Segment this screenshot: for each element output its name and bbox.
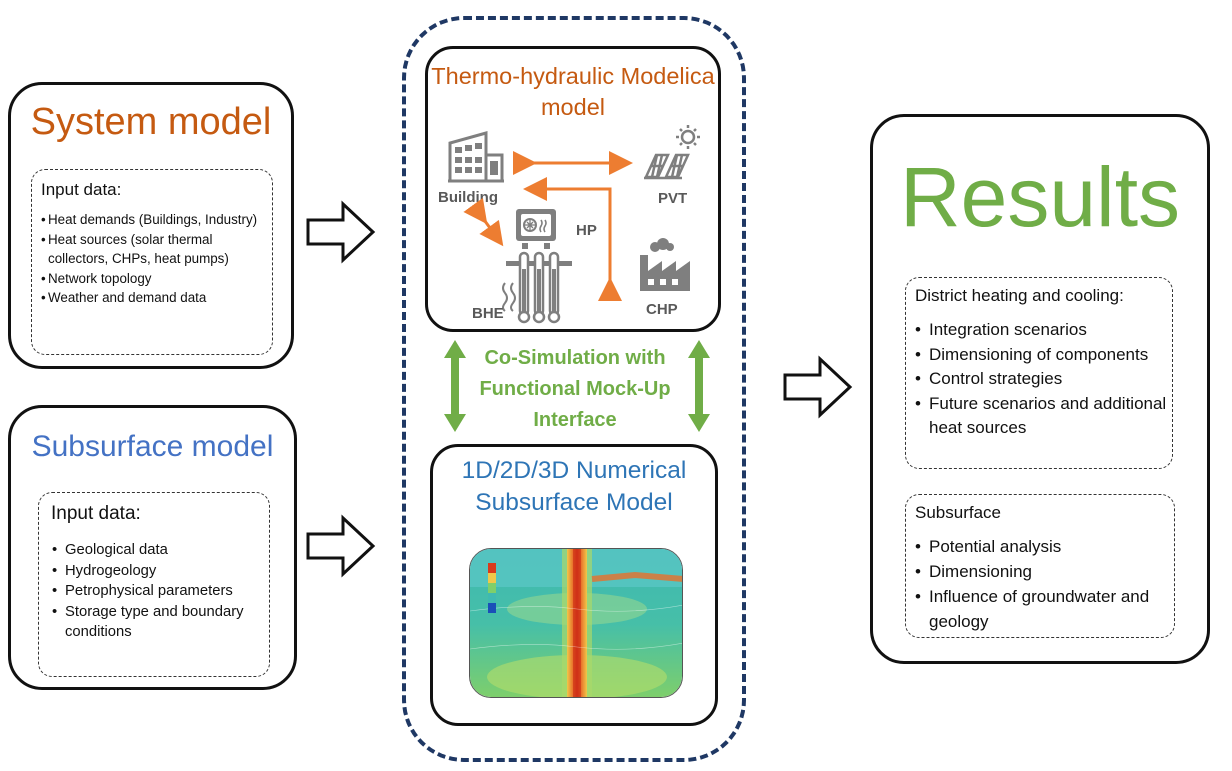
factory-icon [640, 238, 690, 291]
hollow-arrow-right-icon [306, 200, 376, 264]
list-item: Dimensioning [915, 559, 1170, 584]
hollow-arrow-right-icon [783, 355, 853, 419]
thermo-hydraulic-model-box: Thermo-hydraulic Modelica model Building [425, 46, 721, 332]
numerical-model-title: 1D/2D/3D Numerical Subsurface Model [461, 457, 687, 516]
building-bhe-arrow [463, 197, 504, 247]
subsurface-results-header: Subsurface [915, 503, 1001, 522]
list-item: Heat sources (solar thermal collectors, … [41, 230, 267, 269]
system-model-title: System model [30, 101, 272, 143]
list-item: Control strategies [915, 367, 1167, 392]
system-model-box: System model Input data: Heat demands (B… [8, 82, 294, 369]
subsurface-input-box: Input data: Geological data Hydrogeology… [38, 492, 270, 677]
subsurface-results-box: Subsurface Potential analysis Dimensioni… [905, 494, 1175, 638]
list-item: Geological data [52, 540, 266, 561]
cosimulation-label: Co-Simulation with Functional Mock-Up In… [479, 347, 671, 431]
hollow-arrow-right-icon [306, 514, 376, 578]
district-heating-box: District heating and cooling: Integratio… [905, 277, 1173, 469]
district-heating-list: Integration scenarios Dimensioning of co… [915, 318, 1167, 441]
chp-building-arrow [523, 177, 622, 301]
district-heating-header: District heating and cooling: [915, 286, 1124, 305]
color-legend [488, 563, 496, 613]
pvt-label: PVT [658, 190, 688, 207]
simulation-image [469, 548, 683, 698]
list-item: Petrophysical parameters [52, 581, 266, 602]
building-icon [448, 131, 504, 183]
list-item: Future scenarios and additional heat sou… [915, 392, 1167, 441]
results-box: Results District heating and cooling: In… [870, 114, 1210, 664]
double-arrow-vertical-icon [444, 340, 466, 432]
temperature-field-image [470, 549, 682, 697]
list-item: Heat demands (Buildings, Industry) [41, 210, 267, 230]
list-item: Hydrogeology [52, 561, 266, 582]
list-item: Influence of groundwater and geology [915, 584, 1170, 634]
flow-arrows [463, 151, 633, 301]
list-item: Weather and demand data [41, 288, 267, 308]
results-title: Results [899, 150, 1181, 244]
chp-label: CHP [646, 301, 678, 318]
subsurface-model-box: Subsurface model Input data: Geological … [8, 405, 297, 690]
system-input-box: Input data: Heat demands (Buildings, Ind… [31, 169, 273, 355]
system-input-list: Heat demands (Buildings, Industry) Heat … [41, 210, 267, 308]
cosimulation-container [402, 16, 746, 762]
list-item: Network topology [41, 269, 267, 289]
heat-waves-icon [502, 282, 516, 312]
double-arrow-vertical-icon [688, 340, 710, 432]
subsurface-input-header: Input data: [51, 503, 141, 524]
list-item: Potential analysis [915, 534, 1170, 559]
subsurface-model-title: Subsurface model [31, 430, 274, 463]
subsurface-input-list: Geological data Hydrogeology Petrophysic… [52, 540, 266, 643]
sun-icon [676, 125, 700, 149]
list-item: Integration scenarios [915, 318, 1167, 343]
thermo-model-title: Thermo-hydraulic Modelica model [431, 63, 715, 120]
system-input-header: Input data: [41, 180, 122, 199]
numerical-subsurface-model-box: 1D/2D/3D Numerical Subsurface Model [430, 444, 718, 726]
bhe-label: BHE [472, 305, 504, 322]
list-item: Storage type and boundary conditions [52, 602, 266, 643]
solar-panel-icon [644, 125, 700, 180]
list-item: Dimensioning of components [915, 343, 1167, 368]
subsurface-results-list: Potential analysis Dimensioning Influenc… [915, 534, 1170, 634]
